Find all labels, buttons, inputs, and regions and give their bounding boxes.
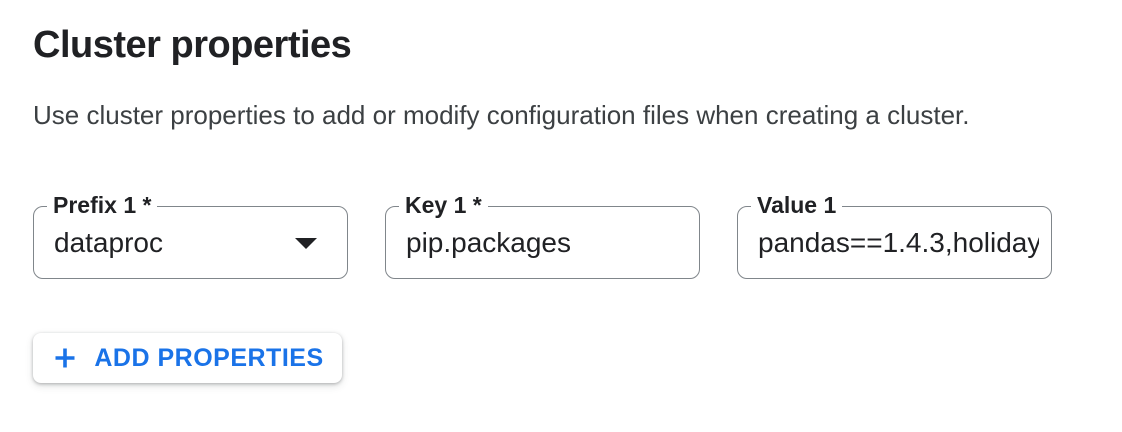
plus-icon <box>51 344 79 372</box>
prefix-select[interactable]: dataproc <box>33 206 348 279</box>
key-label: Key 1 * <box>399 191 488 220</box>
section-description: Use cluster properties to add or modify … <box>33 100 970 130</box>
key-input[interactable] <box>385 206 700 279</box>
property-row-1: Prefix 1 * dataproc Key 1 * Value 1 <box>33 191 1122 279</box>
add-properties-label: ADD PROPERTIES <box>94 343 324 372</box>
prefix-field: Prefix 1 * dataproc <box>33 191 348 279</box>
value-field: Value 1 <box>737 191 1052 279</box>
prefix-selected-value: dataproc <box>54 226 163 258</box>
add-properties-button[interactable]: ADD PROPERTIES <box>33 333 342 383</box>
prefix-label: Prefix 1 * <box>47 191 158 220</box>
page-title: Cluster properties <box>33 24 352 66</box>
key-field: Key 1 * <box>385 191 700 279</box>
value-label: Value 1 <box>751 191 843 220</box>
arrow-drop-down-icon[interactable] <box>295 237 317 249</box>
